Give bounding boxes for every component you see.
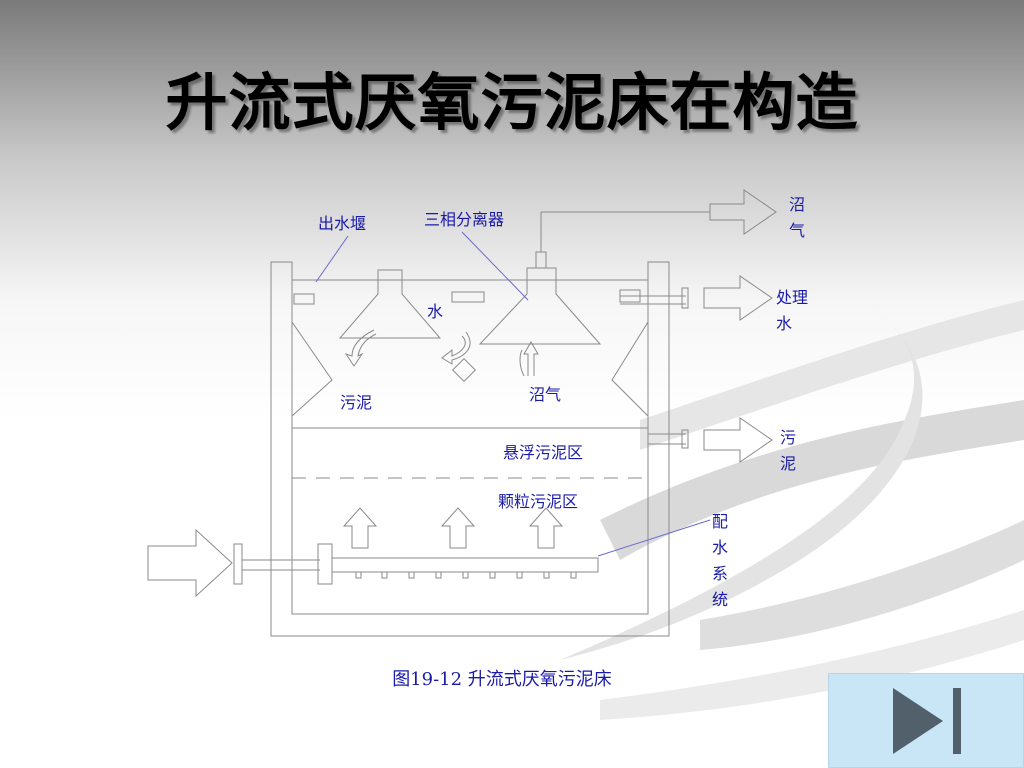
- tank-outer-wall: [270, 261, 670, 637]
- label-distribution-4: 统: [712, 590, 728, 609]
- label-sludge-out-2: 泥: [780, 454, 796, 473]
- separator-hood-right: [478, 267, 602, 345]
- distribution-pipe: [331, 557, 599, 573]
- label-distribution-1: 配: [712, 512, 728, 531]
- label-suspended-sludge-zone: 悬浮污泥区: [503, 443, 583, 462]
- arrow-up-3: [528, 507, 564, 549]
- label-water: 水: [427, 302, 443, 321]
- water-flow-arrow: [441, 331, 471, 365]
- inlet-flange: [317, 543, 333, 585]
- next-slide-button[interactable]: [828, 673, 1024, 768]
- label-biogas: 沼气: [529, 385, 561, 404]
- page-title: 升流式厌氧污泥床在构造: [165, 66, 859, 139]
- label-biogas-top-1: 沼: [789, 195, 805, 214]
- label-treated-water-1: 处理: [776, 288, 808, 307]
- separator-hood-left: [338, 269, 442, 339]
- label-three-phase-separator: 三相分离器: [424, 210, 504, 229]
- label-distribution-3: 系: [712, 564, 728, 583]
- wall-deflector-left: [291, 321, 333, 417]
- arrow-sludge-out: [703, 417, 773, 463]
- arrow-inlet: [147, 528, 233, 598]
- distribution-nozzles: [355, 571, 577, 579]
- label-sludge-out-1: 污: [780, 428, 796, 447]
- wall-deflector-right: [611, 321, 649, 417]
- arrow-up-1: [342, 507, 378, 549]
- label-treated-water-2: 水: [776, 314, 792, 333]
- arrow-up-2: [440, 507, 476, 549]
- sludge-particle: [451, 357, 477, 383]
- sludge-return-arrow: [344, 329, 377, 367]
- label-outlet-weir: 出水堰: [318, 214, 366, 233]
- label-biogas-top-2: 气: [789, 221, 805, 240]
- figure-caption: 图19-12 升流式厌氧污泥床: [392, 669, 612, 690]
- label-granular-sludge-zone: 颗粒污泥区: [498, 492, 578, 511]
- label-distribution-2: 水: [712, 538, 728, 557]
- play-next-icon: [893, 688, 961, 754]
- outlet-weir-left: [293, 293, 315, 305]
- arrow-biogas-out: [709, 189, 777, 235]
- label-sludge: 污泥: [340, 393, 372, 412]
- biogas-rise-arrow: [519, 341, 539, 377]
- arrow-treated-water-out: [703, 275, 773, 321]
